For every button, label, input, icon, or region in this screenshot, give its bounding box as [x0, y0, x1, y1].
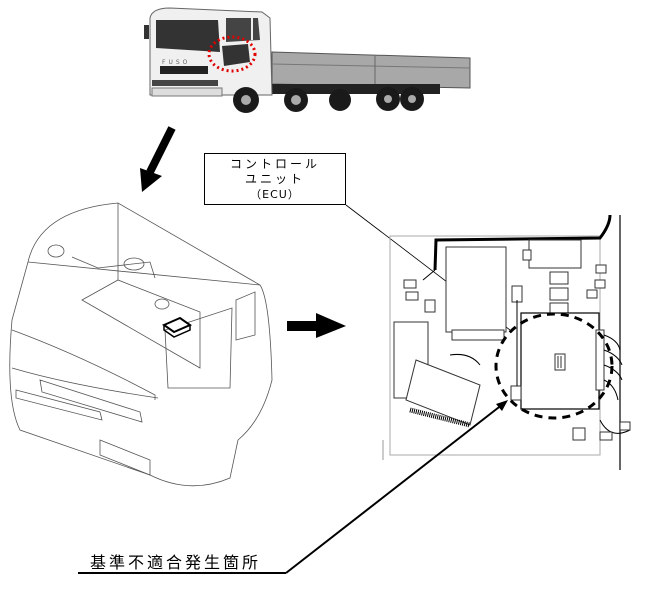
defect-location-label: 基準不適合発生箇所 — [90, 553, 262, 572]
arrow-down-left-icon — [140, 126, 176, 192]
ecu-location-highlight — [207, 35, 257, 73]
ecu-detail-drawing — [382, 214, 631, 470]
truck-illustration: FUSO — [144, 7, 471, 113]
callout-line-2: ユニット — [244, 172, 305, 186]
callout-line-3: （ECU） — [250, 188, 300, 201]
callout-line-1: コントロール — [229, 157, 320, 171]
ecu-callout-box: コントロール ユニット （ECU） — [204, 153, 346, 205]
cab-line-drawing — [9, 202, 273, 487]
cab-ecu-marker — [161, 316, 193, 338]
truck-brand-text: FUSO — [162, 59, 190, 66]
defect-leader-line — [78, 400, 508, 574]
defect-location-circle — [494, 312, 614, 420]
arrow-right-icon — [287, 313, 346, 338]
